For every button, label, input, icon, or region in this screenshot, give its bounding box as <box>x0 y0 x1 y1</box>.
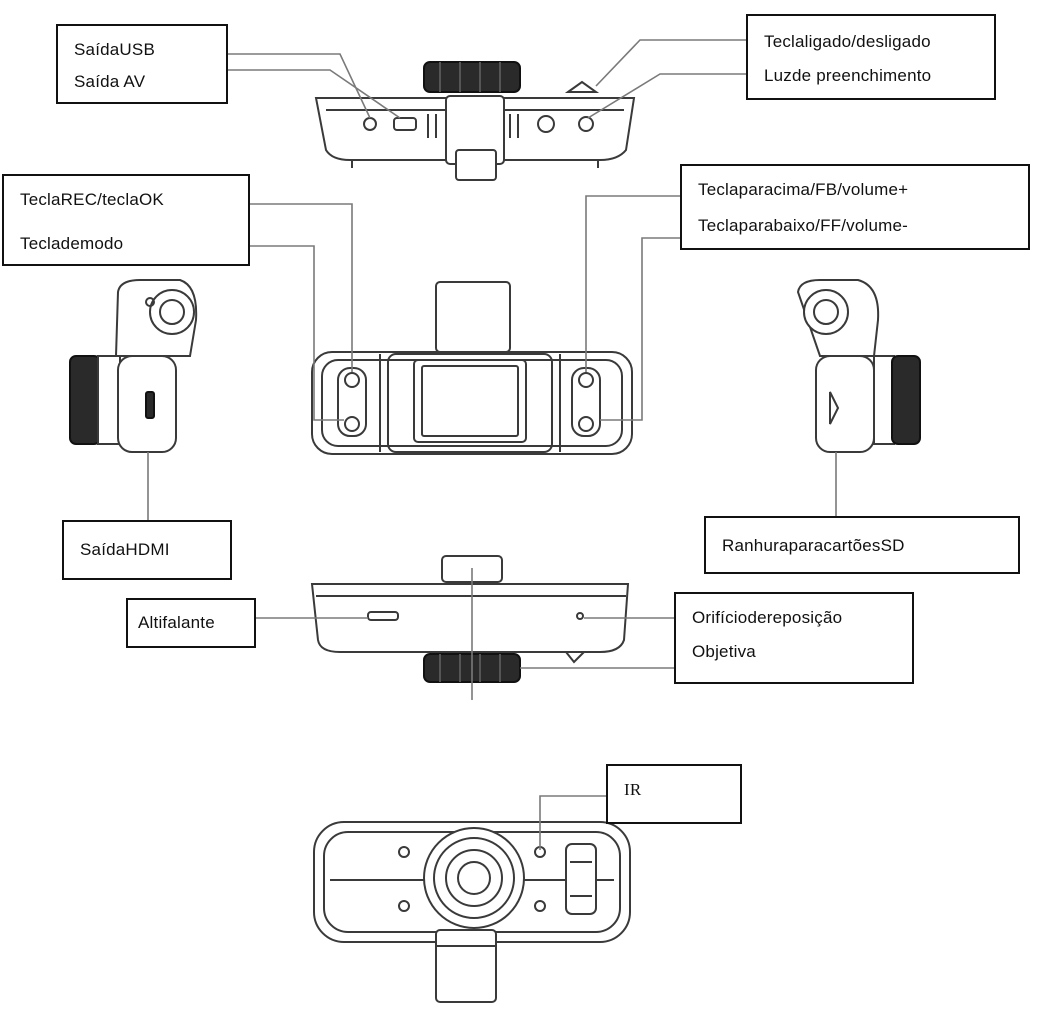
label-box-rec-mode: TeclaREC/teclaOK Teclademodo <box>2 174 250 266</box>
lens-view-camera <box>313 821 631 1003</box>
label-rec-ok-key: TeclaREC/teclaOK <box>20 190 164 209</box>
label-box-reset-lens: Orifíciodereposição Objetiva <box>674 592 914 684</box>
screen-view-camera <box>311 281 633 455</box>
label-box-ir: IR <box>606 764 742 824</box>
label-ir: IR <box>624 780 642 799</box>
label-down-key: Teclaparabaixo/FF/volume- <box>698 216 909 235</box>
label-hdmi-out: SaídaHDMI <box>80 540 170 559</box>
label-box-power-light: Teclaligado/desligado Luzde preenchiment… <box>746 14 996 100</box>
label-power-key: Teclaligado/desligado <box>764 32 931 51</box>
label-box-up-down: Teclaparacima/FB/volume+ Teclaparabaixo/… <box>680 164 1030 250</box>
label-box-sd-slot: RanhuraparacartõesSD <box>704 516 1020 574</box>
label-box-hdmi: SaídaHDMI <box>62 520 232 580</box>
label-reset-hole: Orifíciodereposição <box>692 608 843 627</box>
top-view-camera <box>314 61 636 181</box>
label-mode-key: Teclademodo <box>20 234 124 253</box>
label-box-usb-av: SaídaUSB Saída AV <box>56 24 228 104</box>
label-fill-light: Luzde preenchimento <box>764 66 932 85</box>
bottom-view-camera <box>310 555 630 683</box>
right-side-camera <box>796 279 921 453</box>
label-usb-out: SaídaUSB <box>74 40 155 59</box>
left-side-camera <box>69 279 198 453</box>
label-box-speaker: Altifalante <box>126 598 256 648</box>
label-sd-slot: RanhuraparacartõesSD <box>722 536 905 555</box>
label-speaker: Altifalante <box>138 613 215 632</box>
label-up-key: Teclaparacima/FB/volume+ <box>698 180 909 199</box>
label-lens: Objetiva <box>692 642 756 661</box>
label-av-out: Saída AV <box>74 72 146 91</box>
leader-lines <box>147 39 837 850</box>
